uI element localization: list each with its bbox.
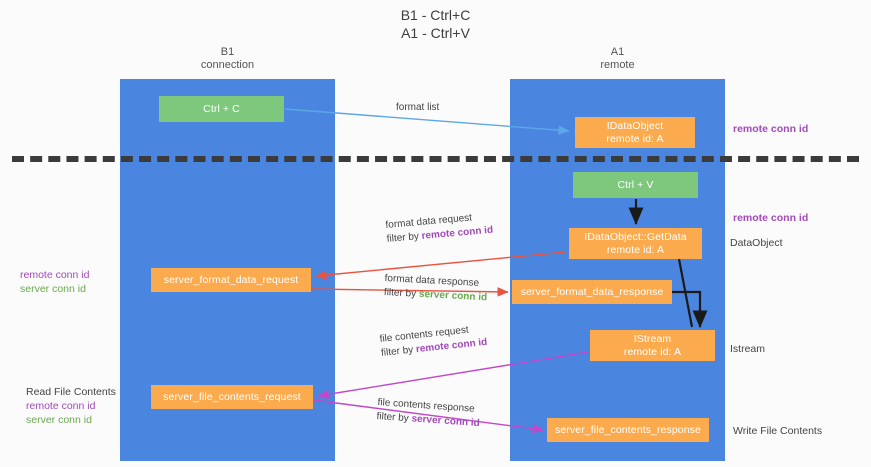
arrow-format-data-request bbox=[315, 251, 567, 280]
node-server-format-data-request[interactable]: server_format_data_request bbox=[151, 268, 311, 292]
column-header-a1-name: A1 bbox=[610, 46, 625, 58]
phase-divider bbox=[12, 156, 859, 162]
page-title: B1 - Ctrl+C A1 - Ctrl+V bbox=[0, 6, 871, 42]
node-ctrl-c-label: Ctrl + C bbox=[203, 102, 240, 115]
node-server-format-data-request-label: server_format_data_request bbox=[163, 273, 299, 286]
node-idataobject-label: IDataObject bbox=[606, 119, 664, 132]
arrow-format-data-response bbox=[311, 287, 509, 297]
node-idataobject-getdata[interactable]: IDataObject::GetData remote id: A bbox=[569, 228, 702, 259]
flow-label-format-list: format list bbox=[396, 101, 439, 115]
node-istream[interactable]: IStream remote id: A bbox=[590, 330, 715, 361]
annotation-remote-conn-id-mid: remote conn id bbox=[733, 212, 809, 224]
node-idataobject[interactable]: IDataObject remote id: A bbox=[575, 117, 695, 148]
flow-label-format-data-response-filter-prefix: filter by bbox=[383, 286, 420, 300]
annotation-left-conn-ids-upper: remote conn id server conn id bbox=[20, 268, 89, 296]
annotation-server-conn-id-upper: server conn id bbox=[20, 283, 86, 295]
column-header-b1-name: B1 bbox=[220, 46, 235, 58]
node-ctrl-v-label: Ctrl + V bbox=[617, 178, 654, 191]
flow-label-file-contents-request-filter-prefix: filter by bbox=[380, 344, 417, 359]
arrow-format-list bbox=[284, 108, 570, 135]
annotation-remote-conn-id-lower: remote conn id bbox=[26, 400, 96, 412]
node-getdata-label: IDataObject::GetData bbox=[584, 230, 687, 243]
node-server-file-contents-request[interactable]: server_file_contents_request bbox=[151, 385, 313, 409]
node-istream-sub: remote id: A bbox=[623, 345, 682, 358]
column-header-b1-role: connection bbox=[200, 59, 255, 71]
node-server-file-contents-request-label: server_file_contents_request bbox=[163, 390, 301, 403]
node-server-file-contents-response[interactable]: server_file_contents_response bbox=[547, 418, 709, 442]
annotation-istream: Istream bbox=[730, 343, 766, 355]
column-header-a1-role: remote bbox=[600, 59, 635, 71]
annotation-dataobject: DataObject bbox=[730, 237, 783, 249]
annotation-read-file-contents: Read File Contents bbox=[26, 386, 116, 398]
node-ctrl-v[interactable]: Ctrl + V bbox=[573, 172, 698, 198]
node-server-format-data-response[interactable]: server_format_data_response bbox=[512, 280, 672, 304]
annotation-left-read-file: Read File Contents remote conn id server… bbox=[26, 385, 116, 427]
arrow-file-contents-request bbox=[317, 351, 589, 400]
node-server-format-data-response-label: server_format_data_response bbox=[520, 285, 664, 298]
node-getdata-sub: remote id: A bbox=[606, 243, 665, 256]
column-header-a1: A1 remote bbox=[510, 46, 725, 72]
arrow-file-contents-response bbox=[312, 399, 544, 434]
flow-label-file-contents-response-filter-prefix: filter by bbox=[376, 410, 412, 425]
flow-label-format-data-response-filter-key: server conn id bbox=[418, 288, 488, 304]
annotation-remote-conn-id-upper: remote conn id bbox=[20, 269, 90, 281]
title-line-1: B1 - Ctrl+C bbox=[400, 7, 471, 23]
flow-label-format-data-request-filter-prefix: filter by bbox=[386, 230, 423, 245]
arrow-getdata-stub bbox=[677, 258, 694, 328]
node-istream-label: IStream bbox=[633, 332, 672, 345]
flow-label-format-data-response: format data response filter by server co… bbox=[384, 272, 489, 305]
arrow-response-to-istream bbox=[672, 290, 708, 329]
node-server-file-contents-response-label: server_file_contents_response bbox=[555, 423, 701, 436]
node-ctrl-c[interactable]: Ctrl + C bbox=[159, 96, 284, 122]
annotation-write-file-contents: Write File Contents bbox=[733, 425, 823, 437]
node-idataobject-sub: remote id: A bbox=[606, 132, 664, 145]
annotation-remote-conn-id-top: remote conn id bbox=[733, 123, 809, 135]
flow-label-format-list-text: format list bbox=[396, 102, 440, 113]
annotation-server-conn-id-lower: server conn id bbox=[26, 414, 92, 426]
column-header-b1: B1 connection bbox=[120, 46, 335, 72]
flow-label-file-contents-response-filter-key: server conn id bbox=[411, 413, 481, 430]
title-line-2: A1 - Ctrl+V bbox=[401, 25, 470, 41]
